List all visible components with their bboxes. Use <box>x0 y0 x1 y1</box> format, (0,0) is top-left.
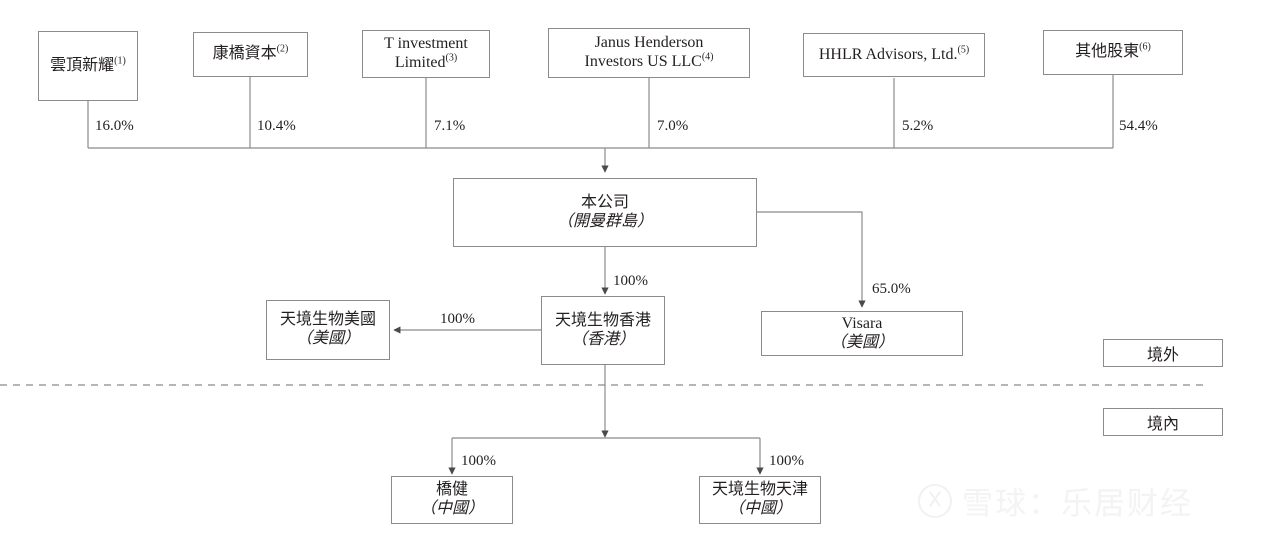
subsidiary-jurisdiction: （美國） <box>829 333 894 351</box>
pct-company-to-hk: 100% <box>613 273 648 289</box>
subsidiary-name: 天境生物天津 <box>711 481 808 499</box>
footnote-marker: (3) <box>445 52 458 64</box>
pct-hk-to-us: 100% <box>440 311 475 327</box>
shareholder-label-line2: Investors US LLC(4) <box>584 51 714 70</box>
pct-kangqiao: 10.4% <box>257 118 296 134</box>
pct-janus-henderson: 7.0% <box>657 118 689 134</box>
region-label-onshore: 境內 <box>1103 408 1223 436</box>
pct-hk-to-tianjin: 100% <box>769 453 804 469</box>
shareholder-label: Janus Henderson <box>594 34 704 52</box>
region-label-offshore: 境外 <box>1103 339 1223 367</box>
footnote-marker: (1) <box>114 55 126 67</box>
pct-other: 54.4% <box>1119 118 1158 134</box>
shareholder-label: T investment <box>384 35 468 53</box>
subsidiary-box-tianjing-hk[interactable]: 天境生物香港 （香港） <box>541 296 665 365</box>
pct-yunding: 16.0% <box>95 118 134 134</box>
subsidiary-name: Visara <box>841 314 883 332</box>
shareholder-box-kangqiao[interactable]: 康橋資本(2) <box>193 32 308 77</box>
subsidiary-jurisdiction: （中國） <box>419 500 484 517</box>
subsidiary-jurisdiction: （中國） <box>727 500 792 517</box>
subsidiary-box-qiaojian[interactable]: 橋健 （中國） <box>391 476 513 524</box>
xueqiu-logo-icon <box>918 483 952 518</box>
subsidiary-box-tianjing-us[interactable]: 天境生物美國 （美國） <box>266 300 390 360</box>
footnote-marker: (2) <box>276 43 289 55</box>
subsidiary-jurisdiction: （香港） <box>570 330 635 348</box>
shareholder-label: 雲頂新耀(1) <box>50 55 126 74</box>
subsidiary-jurisdiction: （美國） <box>295 330 360 347</box>
shareholder-box-other[interactable]: 其他股東(6) <box>1043 30 1183 75</box>
pct-company-to-visara: 65.0% <box>872 281 911 297</box>
subsidiary-box-visara[interactable]: Visara （美國） <box>761 311 963 356</box>
pct-t-investment: 7.1% <box>434 118 466 134</box>
shareholder-box-janus-henderson[interactable]: Janus Henderson Investors US LLC(4) <box>548 28 750 78</box>
company-jurisdiction: （開曼群島） <box>556 212 653 230</box>
shareholder-box-hhlr-advisors[interactable]: HHLR Advisors, Ltd.(5) <box>803 33 985 77</box>
subsidiary-name: 橋健 <box>435 481 468 499</box>
company-name: 本公司 <box>580 193 629 211</box>
footnote-marker: (5) <box>957 44 970 56</box>
footnote-marker: (6) <box>1139 41 1151 53</box>
subsidiary-name: 天境生物美國 <box>279 311 376 329</box>
watermark: 雪球：乐居财经 <box>918 478 1193 523</box>
shareholder-label: 康橋資本(2) <box>212 43 289 63</box>
shareholder-label-line2: Limited(3) <box>394 52 458 71</box>
pct-hk-to-qiaojian: 100% <box>461 453 496 469</box>
company-box[interactable]: 本公司 （開曼群島） <box>453 178 757 247</box>
shareholder-label: 其他股東(6) <box>1075 41 1151 61</box>
shareholder-box-yunding[interactable]: 雲頂新耀(1) <box>38 31 138 101</box>
watermark-text: 雪球：乐居财经 <box>962 486 1193 522</box>
shareholder-label: HHLR Advisors, Ltd.(5) <box>818 44 970 63</box>
pct-hhlr-advisors: 5.2% <box>902 118 934 134</box>
shareholder-box-t-investment[interactable]: T investment Limited(3) <box>362 30 490 78</box>
subsidiary-name: 天境生物香港 <box>554 311 651 329</box>
footnote-marker: (4) <box>701 51 714 63</box>
subsidiary-box-tianjin[interactable]: 天境生物天津 （中國） <box>699 476 821 524</box>
